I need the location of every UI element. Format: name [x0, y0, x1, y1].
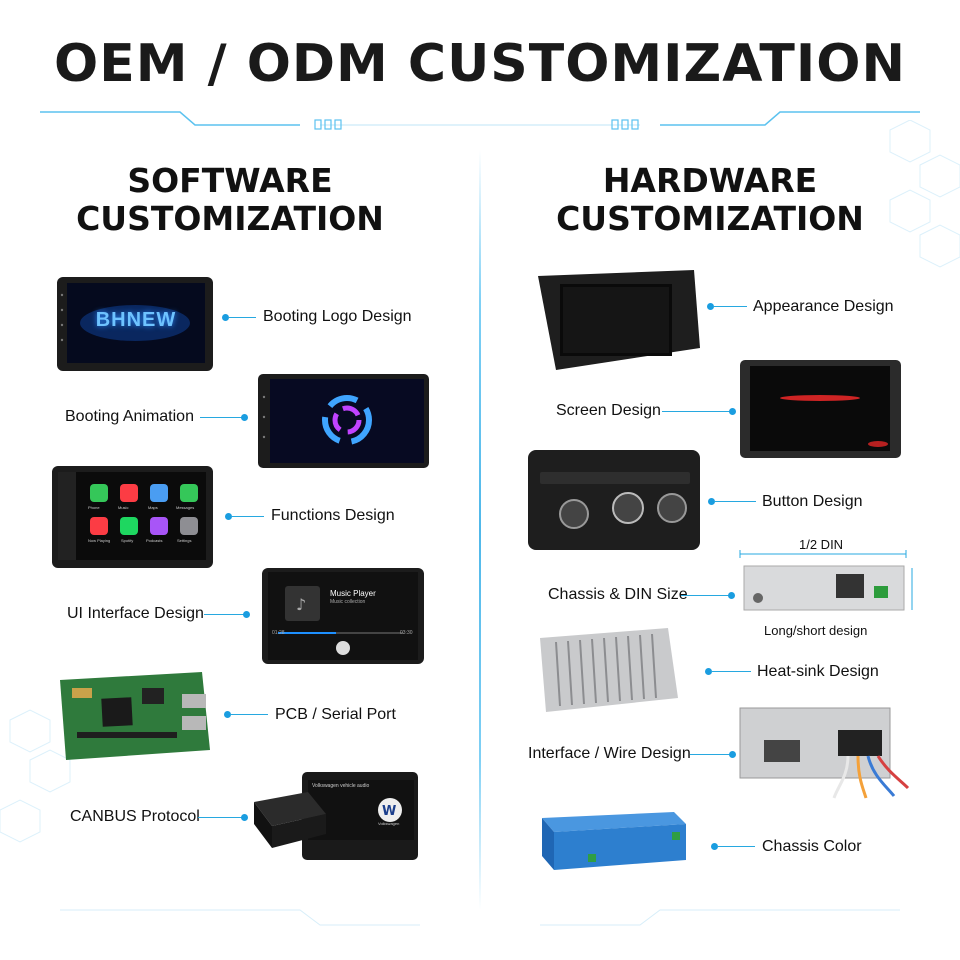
- connector-line: [711, 671, 751, 672]
- feature-button-design: Button Design: [762, 493, 863, 510]
- feature-interface-wire-design: Interface / Wire Design: [528, 745, 691, 762]
- feature-chassis-din-size: Chassis & DIN Size: [548, 586, 688, 603]
- connector-line: [662, 411, 730, 412]
- connector-dot: [241, 414, 248, 421]
- brand-logo-text: BHNEW: [95, 309, 177, 331]
- connector-line: [231, 516, 264, 517]
- booting-animation-tablet-image: [258, 374, 429, 468]
- feature-ui-interface-design: UI Interface Design: [67, 605, 204, 622]
- connector-line: [717, 846, 755, 847]
- wire-harness-image: [739, 707, 910, 799]
- connector-dot: [729, 408, 736, 415]
- music-elapsed-time: 01:28: [272, 630, 285, 636]
- canbus-screen-brand: Volkswagen: [378, 821, 400, 826]
- connector-dot: [707, 303, 714, 310]
- music-player-title: Music Player: [330, 589, 376, 598]
- appearance-frame-image: [538, 270, 700, 370]
- connector-line: [230, 714, 268, 715]
- feature-canbus-protocol: CANBUS Protocol: [70, 808, 200, 825]
- functions-tablet-image: [52, 466, 213, 568]
- connector-line: [228, 317, 256, 318]
- hardware-heading: HARDWARE CUSTOMIZATION: [556, 161, 864, 238]
- din-chassis-image: [739, 550, 913, 611]
- connector-line: [200, 417, 242, 418]
- column-divider: [479, 150, 481, 910]
- page-title: OEM / ODM CUSTOMIZATION: [54, 34, 906, 94]
- pcb-board-image: [60, 672, 210, 760]
- connector-line: [713, 306, 747, 307]
- connector-dot: [705, 668, 712, 675]
- connector-dot: [729, 751, 736, 758]
- connector-dot: [225, 513, 232, 520]
- din-size-label: 1/2 DIN: [799, 537, 844, 552]
- heat-sink-image: [540, 628, 678, 712]
- feature-booting-logo-design: Booting Logo Design: [263, 308, 412, 325]
- canbus-screen-header: Volkswagen vehicle audio: [312, 783, 370, 789]
- music-total-time: 03:30: [400, 630, 413, 636]
- booting-logo-tablet-image: [57, 277, 213, 371]
- circuit-decoration: [40, 111, 920, 130]
- svg-text:♪: ♪: [296, 595, 306, 614]
- hexagon-decoration: [889, 120, 960, 268]
- svg-text:W: W: [382, 804, 396, 819]
- feature-chassis-color: Chassis Color: [762, 838, 862, 855]
- connector-dot: [222, 314, 229, 321]
- connector-line: [681, 595, 729, 596]
- screen-tablet-image: [740, 360, 901, 458]
- feature-functions-design: Functions Design: [271, 507, 395, 524]
- music-player-subtitle: Music collection: [330, 599, 366, 605]
- feature-screen-design: Screen Design: [556, 402, 661, 419]
- connector-dot: [243, 611, 250, 618]
- connector-dot: [241, 814, 248, 821]
- connector-line: [198, 817, 242, 818]
- long-short-label: Long/short design: [764, 623, 868, 638]
- connector-line: [690, 754, 730, 755]
- connector-dot: [728, 592, 735, 599]
- button-panel-image: [528, 450, 700, 550]
- carplay-app-labels-row2: Now Playing Spotify Podcasts Settings: [88, 538, 192, 543]
- feature-booting-animation: Booting Animation: [65, 408, 194, 425]
- music-player-tablet-image: ♪: [262, 568, 424, 664]
- software-heading: SOFTWARE CUSTOMIZATION: [76, 161, 384, 238]
- canbus-device-image: W: [254, 772, 418, 860]
- hexagon-decoration: [0, 709, 71, 843]
- carplay-app-labels-row1: Phone Music Maps Messages: [88, 505, 195, 510]
- blue-chassis-image: [542, 812, 686, 870]
- feature-heat-sink-design: Heat-sink Design: [757, 663, 879, 680]
- feature-pcb-serial-port: PCB / Serial Port: [275, 706, 396, 723]
- connector-line: [204, 614, 244, 615]
- connector-dot: [224, 711, 231, 718]
- feature-appearance-design: Appearance Design: [753, 298, 894, 315]
- connector-dot: [711, 843, 718, 850]
- circuit-decoration-bottom: [60, 909, 900, 926]
- connector-dot: [708, 498, 715, 505]
- connector-line: [714, 501, 756, 502]
